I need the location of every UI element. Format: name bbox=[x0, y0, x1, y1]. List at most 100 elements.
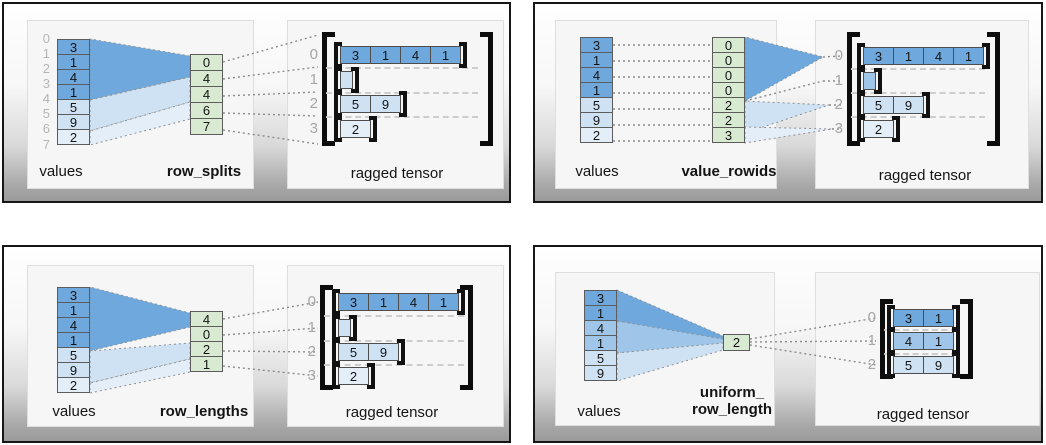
row-separator bbox=[324, 340, 464, 342]
bracket-right-icon bbox=[952, 352, 960, 378]
tensor-cell: 5 bbox=[893, 356, 924, 374]
value-cell: 3 bbox=[584, 290, 617, 306]
row-index: 0 bbox=[867, 309, 876, 326]
bracket-right-icon bbox=[399, 91, 407, 117]
connector-overlay bbox=[616, 289, 877, 382]
row-index: 1 bbox=[307, 319, 316, 336]
tensor-cell: 1 bbox=[430, 46, 461, 64]
values-column: 3 1 4 1 5 9 bbox=[584, 290, 617, 381]
funnel-shape bbox=[616, 342, 724, 382]
boundary-index: 1 bbox=[42, 46, 50, 61]
values-label: values bbox=[575, 163, 619, 180]
row-index: 2 bbox=[867, 356, 876, 373]
funnel-shape bbox=[89, 286, 191, 352]
method-cell: 0 bbox=[712, 52, 745, 68]
tensor-cell: 9 bbox=[893, 96, 924, 114]
values-label: values bbox=[577, 403, 621, 420]
tensor-cell: 1 bbox=[368, 293, 399, 311]
funnel-shape bbox=[616, 289, 724, 344]
tensor-row: 5 9 bbox=[332, 339, 405, 365]
value-cell: 9 bbox=[584, 365, 617, 381]
value-cell: 4 bbox=[584, 320, 617, 336]
outer-bracket-left bbox=[847, 32, 860, 146]
tensor-cell: 2 bbox=[338, 367, 369, 385]
row-index: 2 bbox=[307, 343, 316, 360]
tensor-row: 3 1 4 1 bbox=[857, 43, 990, 69]
value-cell: 4 bbox=[580, 67, 613, 83]
value-cell: 5 bbox=[57, 99, 90, 115]
value-cell: 9 bbox=[57, 362, 90, 378]
tensor-cell: 9 bbox=[368, 343, 399, 361]
boundary-index: 7 bbox=[42, 137, 50, 152]
funnel-shape bbox=[744, 36, 825, 102]
tensor-row: 2 bbox=[857, 116, 900, 142]
tensor-cell: 5 bbox=[863, 96, 894, 114]
tensor-cell: 1 bbox=[953, 47, 984, 65]
boundary-index: 6 bbox=[42, 121, 50, 136]
row-index: 2 bbox=[309, 95, 318, 112]
row-index: 0 bbox=[834, 47, 843, 64]
tensor-cell: 4 bbox=[398, 293, 429, 311]
funnel-shape bbox=[89, 342, 191, 384]
tensor-cell: 2 bbox=[863, 120, 894, 138]
row-index: 0 bbox=[307, 293, 316, 310]
tensor-cell: 3 bbox=[338, 293, 369, 311]
method-cell: 4 bbox=[190, 70, 223, 87]
method-cell: 1 bbox=[190, 356, 223, 372]
tensor-cell: 5 bbox=[338, 343, 369, 361]
outer-bracket-left bbox=[322, 32, 335, 146]
outer-bracket-right bbox=[987, 32, 1000, 146]
bracket-left-icon bbox=[887, 352, 895, 378]
values-column: 3 1 4 1 5 9 2 bbox=[57, 39, 90, 145]
row-lengths-column: 4 0 2 1 bbox=[190, 311, 223, 372]
value-cell: 1 bbox=[57, 84, 90, 100]
tensor-cell: 9 bbox=[923, 356, 954, 374]
bracket-left-icon bbox=[332, 289, 340, 315]
method-cell: 0 bbox=[712, 37, 745, 53]
tensor-row: 3 1 4 1 bbox=[334, 42, 467, 68]
bracket-right-icon bbox=[922, 92, 930, 118]
bracket-right-icon bbox=[367, 363, 375, 389]
method-label-line1: uniform_ bbox=[699, 384, 765, 401]
method-cell: 4 bbox=[190, 86, 223, 103]
boundary-index: 5 bbox=[42, 106, 50, 121]
row-index: 1 bbox=[867, 332, 876, 349]
row-index: 3 bbox=[309, 120, 318, 137]
outer-bracket-right bbox=[960, 299, 973, 379]
tensor-cell: 3 bbox=[893, 309, 924, 327]
connector-overlay bbox=[89, 34, 319, 146]
tensor-cell: 5 bbox=[340, 95, 371, 113]
values-column: 3 1 4 1 5 9 2 bbox=[57, 287, 90, 393]
row-separator bbox=[324, 364, 464, 366]
funnel-shape bbox=[744, 100, 830, 134]
value-cell: 3 bbox=[57, 287, 90, 303]
tensor-row: 3 1 4 1 bbox=[332, 289, 465, 315]
method-cell: 0 bbox=[190, 54, 223, 71]
outer-bracket-right bbox=[480, 32, 493, 146]
value-cell: 1 bbox=[57, 332, 90, 348]
row-index: 3 bbox=[307, 367, 316, 384]
method-cell: 2 bbox=[712, 112, 745, 128]
tensor-cell: 3 bbox=[863, 47, 894, 65]
tensor-cell: 1 bbox=[428, 293, 459, 311]
method-label: value_rowids bbox=[681, 163, 777, 180]
tensor-row: 5 9 bbox=[334, 91, 407, 117]
value-cell: 1 bbox=[584, 305, 617, 321]
value-cell: 1 bbox=[57, 54, 90, 70]
value-cell: 5 bbox=[580, 97, 613, 113]
bracket-right-icon bbox=[982, 43, 990, 69]
row-separator bbox=[324, 315, 464, 317]
tensor-row: 5 9 bbox=[887, 352, 960, 378]
method-cell: 0 bbox=[190, 326, 223, 342]
value-cell: 2 bbox=[580, 127, 613, 143]
boundary-index: 2 bbox=[42, 61, 50, 76]
bracket-right-icon bbox=[397, 339, 405, 365]
tensor-label: ragged tensor bbox=[345, 404, 439, 421]
tensor-cell: 9 bbox=[370, 95, 401, 113]
tensor-row: 5 9 bbox=[857, 92, 930, 118]
empty-row-filler bbox=[863, 72, 876, 90]
row-index: 1 bbox=[309, 71, 318, 88]
row-separator bbox=[326, 67, 478, 69]
method-cell: 6 bbox=[190, 102, 223, 119]
